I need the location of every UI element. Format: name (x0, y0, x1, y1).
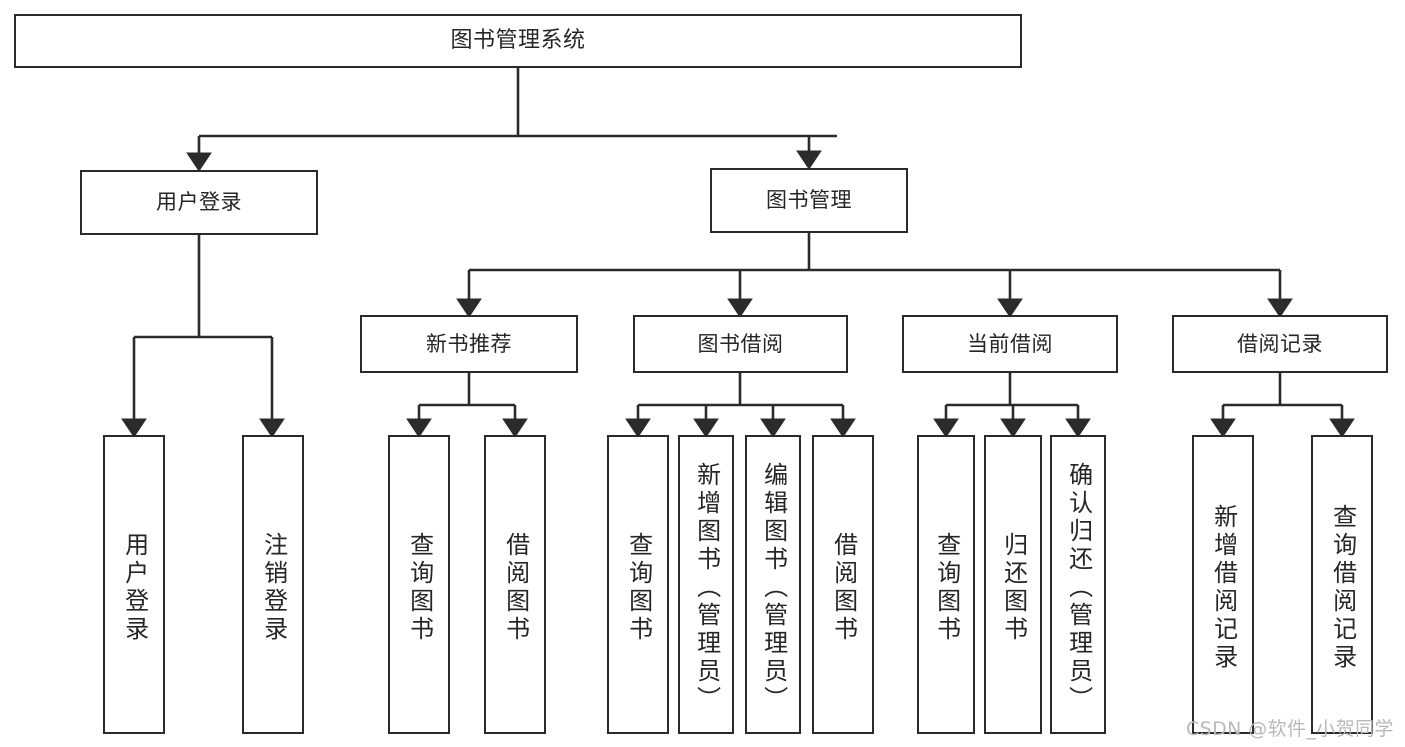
node-leaf-label: 注销登录 (259, 531, 288, 644)
node-leaf-label: 确认归还（管理员） (1064, 461, 1093, 714)
node-root[interactable]: 图书管理系统 (14, 14, 1022, 68)
node-user-login[interactable]: 用户登录 (80, 170, 318, 235)
node-new-book-rec-label: 新书推荐 (426, 331, 512, 356)
node-borrow-record-label: 借阅记录 (1237, 331, 1323, 356)
node-leaf-label: 查询图书 (624, 531, 653, 644)
node-new-book-rec[interactable]: 新书推荐 (360, 315, 578, 373)
node-leaf-query-record[interactable]: 查询借阅记录 (1311, 435, 1373, 734)
node-book-manage[interactable]: 图书管理 (710, 168, 908, 233)
node-leaf-add-record[interactable]: 新增借阅记录 (1192, 435, 1254, 734)
node-leaf-label: 编辑图书（管理员） (759, 461, 788, 714)
csdn-watermark: CSDN @软件_小贺同学 (1186, 718, 1394, 740)
node-user-login-label: 用户登录 (156, 190, 242, 215)
node-borrow-record[interactable]: 借阅记录 (1172, 315, 1388, 373)
node-book-borrow-label: 图书借阅 (697, 331, 784, 356)
node-book-borrow[interactable]: 图书借阅 (633, 315, 848, 373)
node-leaf-label: 查询图书 (932, 531, 961, 644)
node-leaf-label: 用户登录 (120, 531, 149, 644)
node-leaf-label: 查询借阅记录 (1328, 503, 1357, 672)
node-leaf-label: 查询图书 (405, 531, 434, 644)
node-current-borrow[interactable]: 当前借阅 (902, 315, 1118, 373)
node-leaf-add-book[interactable]: 新增图书（管理员） (678, 435, 734, 734)
node-leaf-user-login[interactable]: 用户登录 (103, 435, 165, 734)
node-leaf-confirm-return[interactable]: 确认归还（管理员） (1050, 435, 1106, 734)
node-book-manage-label: 图书管理 (766, 188, 852, 213)
node-leaf-borrow-book-1[interactable]: 借阅图书 (484, 435, 546, 734)
node-leaf-label: 归还图书 (999, 531, 1028, 644)
node-leaf-query-book-1[interactable]: 查询图书 (388, 435, 450, 734)
node-leaf-return-book[interactable]: 归还图书 (984, 435, 1042, 734)
node-leaf-label: 借阅图书 (829, 531, 858, 644)
node-leaf-query-book-2[interactable]: 查询图书 (607, 435, 669, 734)
node-root-label: 图书管理系统 (450, 28, 586, 54)
node-leaf-edit-book[interactable]: 编辑图书（管理员） (745, 435, 801, 734)
node-leaf-borrow-book-2[interactable]: 借阅图书 (812, 435, 874, 734)
node-leaf-label: 新增借阅记录 (1209, 503, 1238, 672)
node-current-borrow-label: 当前借阅 (967, 331, 1053, 356)
node-leaf-label: 借阅图书 (501, 531, 530, 644)
node-leaf-query-book-3[interactable]: 查询图书 (917, 435, 975, 734)
node-leaf-label: 新增图书（管理员） (692, 461, 721, 714)
node-leaf-logout[interactable]: 注销登录 (242, 435, 304, 734)
